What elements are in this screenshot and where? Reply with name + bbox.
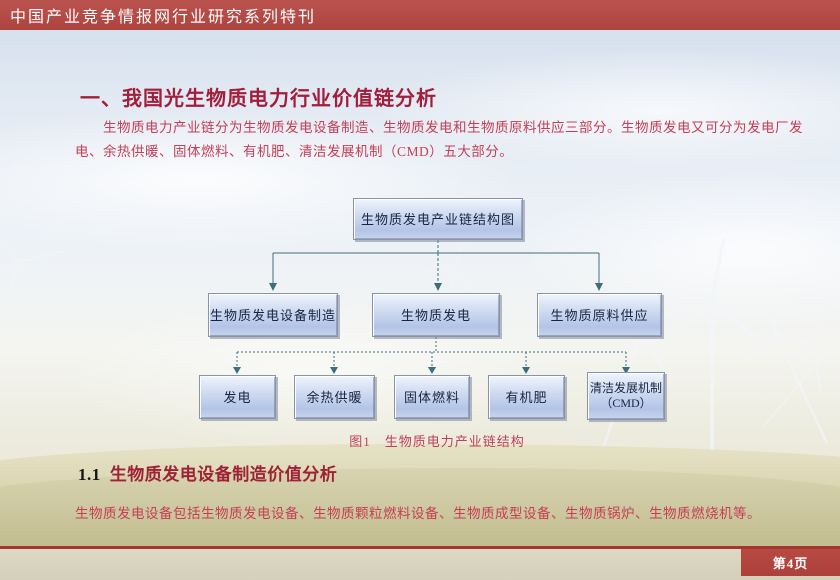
equipment-paragraph: 生物质发电设备包括生物质发电设备、生物质颗粒燃料设备、生物质成型设备、生物质锅炉… — [75, 506, 761, 521]
header-title: 中国产业竞争情报网行业研究系列特刊 — [10, 9, 317, 26]
flowchart-node-raw-material-supply: 生物质原料供应 — [537, 293, 662, 337]
page-number-badge: 第4页 — [741, 549, 840, 576]
header-bar: 中国产业竞争情报网行业研究系列特刊 — [0, 0, 840, 30]
intro-paragraph: 生物质电力产业链分为生物质发电设备制造、生物质发电和生物质原料供应三部分。生物质… — [75, 120, 803, 159]
bottom-field-strip — [0, 548, 840, 580]
subsection-heading: 1.1 生物质发电设备制造价值分析 — [78, 460, 337, 485]
flowchart-node-equipment-manufacturing: 生物质发电设备制造 — [208, 293, 338, 337]
flowchart-node-root: 生物质发电产业链结构图 — [353, 198, 523, 240]
flowchart-node-solid-fuel: 固体燃料 — [394, 375, 470, 419]
section-heading: 一、我国光生物质电力行业价值链分析 — [80, 88, 437, 110]
subsection-title: 生物质发电设备制造价值分析 — [109, 465, 338, 484]
page-number-label: 第4页 — [772, 556, 809, 571]
flowchart-node-cdm: 清洁发展机制（CMD） — [587, 372, 665, 420]
figure-caption: 图1 生物质电力产业链结构 — [349, 434, 525, 449]
flowchart-node-waste-heat-heating: 余热供暖 — [294, 375, 375, 419]
footer-divider — [0, 546, 840, 549]
flowchart-node-power: 发电 — [199, 375, 276, 419]
subsection-number: 1.1 — [78, 465, 101, 484]
flowchart-node-organic-fertilizer: 有机肥 — [488, 375, 565, 419]
flowchart-node-power-generation: 生物质发电 — [372, 293, 500, 337]
